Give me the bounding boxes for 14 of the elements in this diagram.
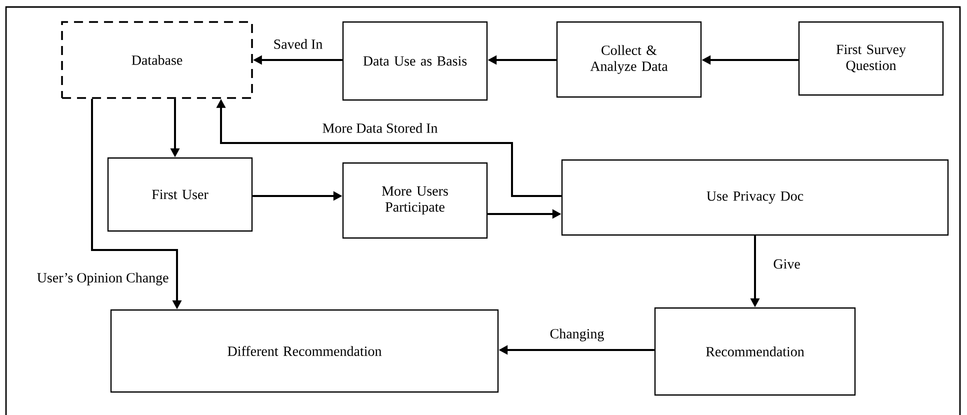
dashed-box: Database — [61, 21, 253, 99]
edge-label: User’s Opinion Change — [36, 272, 170, 286]
process-box: More Users Participate — [342, 162, 488, 239]
process-box: Recommendation — [654, 307, 856, 396]
process-box: Data Use as Basis — [342, 21, 488, 101]
edge-label: Changing — [548, 328, 606, 342]
process-box: First User — [107, 157, 253, 232]
edge-label: More Data Stored In — [321, 122, 439, 134]
process-box: Use Privacy Doc — [561, 159, 949, 236]
process-box: Different Recommendation — [110, 309, 499, 393]
edge-label: Saved In — [272, 38, 324, 50]
edge-label: Give — [772, 258, 802, 270]
process-box: Collect & Analyze Data — [556, 21, 702, 98]
process-box: First Survey Question — [798, 21, 944, 96]
